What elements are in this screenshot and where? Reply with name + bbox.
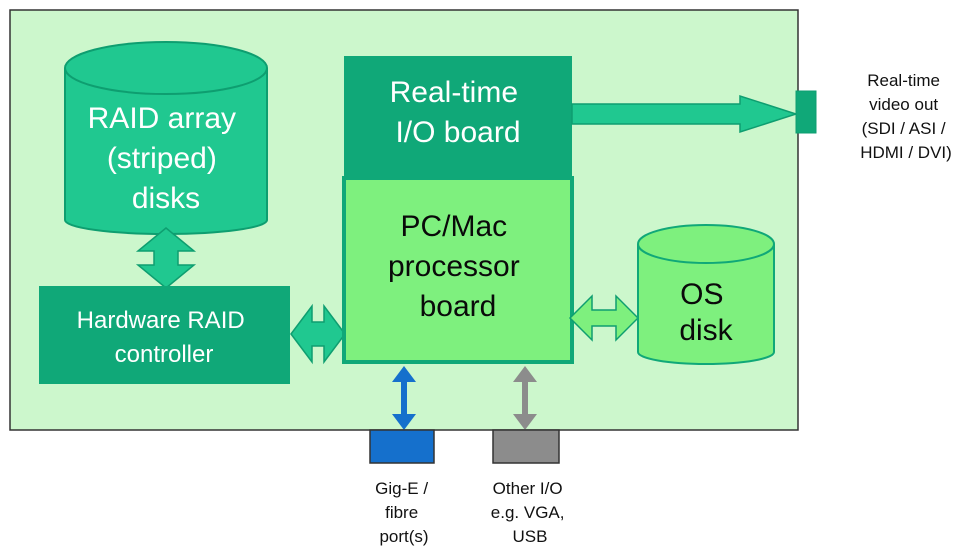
os-disk-label-2: disk	[679, 314, 733, 347]
other-io-connector	[492, 429, 560, 464]
io-board-label-2: I/O board	[395, 116, 520, 149]
gige-port-connector	[369, 429, 435, 464]
svg-text:RAID array (striped): RAID array (striped) disks	[88, 102, 245, 215]
raid-controller-label-2: controller	[115, 341, 214, 368]
svg-text:PC/Mac processor b: PC/Mac processor board	[388, 210, 528, 323]
svg-text:Real-time I/O board: Real-time I/O board	[390, 76, 527, 149]
other-io-label: Other I/O e.g. VGA, USB	[491, 479, 569, 546]
os-disk-cylinder: OS disk	[637, 224, 775, 365]
io-board-box: Real-time I/O board	[344, 56, 572, 178]
processor-label-1: PC/Mac	[400, 210, 507, 243]
processor-label-2: processor	[388, 250, 520, 283]
video-out-label: Real-time video out (SDI / ASI / HDMI / …	[860, 71, 952, 162]
video-out-arrow	[571, 94, 799, 134]
svg-text:OS disk: OS disk	[679, 278, 733, 347]
os-disk-label-1: OS	[680, 278, 723, 311]
processor-label-3: board	[420, 290, 497, 323]
raid-array-label-2: (striped)	[107, 142, 217, 175]
gige-link-arrow	[392, 366, 416, 430]
raid-array-label-1: RAID array	[88, 102, 236, 135]
raid-array-label-3: disks	[132, 182, 200, 215]
other-io-link-arrow	[513, 366, 537, 430]
raid-controller-label-1: Hardware RAID	[77, 307, 245, 334]
raid-array-cylinder: RAID array (striped) disks	[64, 41, 268, 235]
svg-text:Hardware RAID controller: Hardware RAID controller	[77, 307, 252, 368]
gige-port-label: Gig-E / fibre port(s)	[375, 479, 433, 546]
raid-controller-box: Hardware RAID controller	[39, 286, 290, 384]
processor-board-box: PC/Mac processor board	[342, 176, 574, 364]
io-board-label-1: Real-time	[390, 76, 518, 109]
video-out-connector	[795, 90, 817, 134]
